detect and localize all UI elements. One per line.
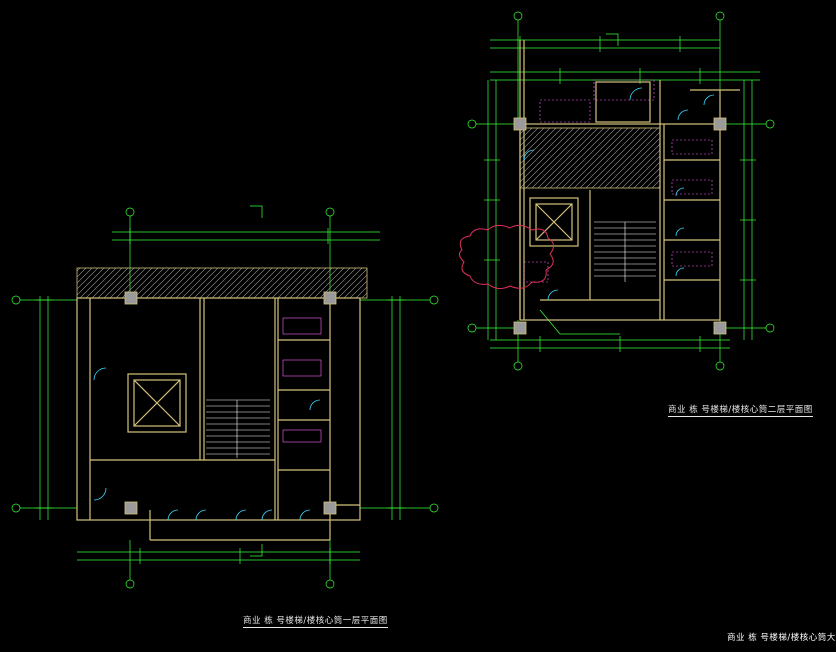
plan-2-doors [523, 87, 715, 301]
plan-1-title: 商业 栋 号楼梯/楼核心筒一层平面图 [243, 614, 388, 628]
plan-2-columns [513, 117, 727, 335]
plan-1-floor [11, 205, 439, 589]
plan-1-title-text: 商业 栋 号楼梯/楼核心筒一层平面图 [243, 616, 388, 628]
plan-2-stair [594, 221, 656, 282]
detail-title: 商业 栋 号楼梯/楼核心筒大样 [727, 631, 836, 643]
plan-2-walls [519, 40, 740, 321]
plan-1-hatch-band [76, 267, 368, 299]
plan-1-stair [206, 399, 270, 458]
plan-2-dimensions [467, 11, 775, 371]
detail-title-text: 商业 栋 号楼梯/楼核心筒大样 [727, 633, 836, 643]
plan-2-hatch-core [519, 127, 661, 189]
plan-2-title: 商业 栋 号楼梯/楼核心筒二层平面图 [668, 403, 813, 417]
plan-1-doors [93, 367, 321, 521]
plan-1-columns [124, 291, 337, 515]
plan-1-room-labels [282, 317, 322, 443]
plan-2-title-text: 商业 栋 号楼梯/楼核心筒二层平面图 [668, 405, 813, 417]
plan-1-walls [76, 297, 361, 541]
plan-2-floor [458, 11, 775, 371]
revision-cloud [458, 224, 554, 290]
plan-1-dimensions [11, 205, 439, 589]
